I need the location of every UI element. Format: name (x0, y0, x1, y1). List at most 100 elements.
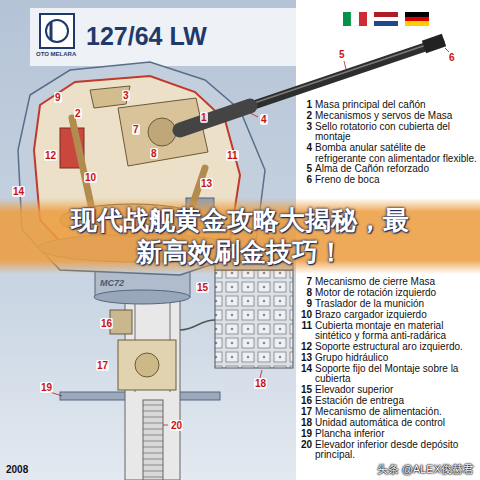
trunnion (148, 118, 176, 146)
list-text: Estación de entrega (315, 396, 478, 406)
parts-list-row: 8Motor de rotación izquierdo (300, 288, 478, 298)
list-text: Alma de Cañón reforzado (315, 164, 478, 174)
list-number: 13 (300, 353, 315, 363)
list-text: Bomba anular satélite de refrigerante co… (315, 143, 478, 164)
control-cabinet (215, 270, 293, 368)
callout-number: 2 (74, 108, 82, 119)
list-number: 2 (300, 111, 315, 121)
parts-list-row: 2Mecanismos y servos de Masa (300, 111, 478, 121)
parts-list-row: 4Bomba anular satélite de refrigerante c… (300, 143, 478, 164)
parts-list-row: 15Elevador superior (300, 385, 478, 395)
list-number: 7 (300, 277, 315, 287)
cable (180, 320, 215, 330)
list-number: 10 (300, 310, 315, 320)
company-name: OTO MELARA (36, 51, 76, 58)
list-text: Cubierta montaje en material sintético y… (315, 321, 478, 342)
callout-number: 10 (84, 172, 97, 183)
list-text: Grupo hidráulico (315, 353, 478, 363)
list-number: 19 (300, 429, 315, 439)
leader-line (260, 370, 262, 378)
pedestal-base (94, 290, 190, 304)
list-text: Mecanismos y servos de Masa (315, 111, 478, 121)
flag-stripe (374, 12, 398, 17)
italy-flag (343, 12, 367, 26)
list-text: Mecanismo de cierre Masa (315, 277, 478, 287)
callout-number: 16 (100, 318, 113, 329)
list-number: 1 (300, 100, 315, 110)
muzzle-brake (424, 40, 444, 47)
list-text: Motor de rotación izquierdo (315, 288, 478, 298)
callout-number: 13 (200, 178, 213, 189)
parts-list-row: 12Soporte estructural aro izquierdo. (300, 342, 478, 352)
logo-bar (50, 22, 53, 40)
delivery-station (110, 310, 132, 334)
flag-stripe (343, 12, 351, 26)
callout-number: 11 (226, 150, 239, 161)
parts-list-row: 17Mecanismo de alimentación. (300, 407, 478, 417)
callout-number: 7 (132, 124, 140, 135)
parts-list-row: 14Soporte fijo del Montaje sobre la cubi… (300, 364, 478, 385)
callout-number: 18 (254, 378, 267, 389)
list-number: 3 (300, 122, 315, 143)
parts-list-row: 6Freno de boca (300, 175, 478, 185)
header-panel (30, 8, 296, 66)
flag-stripe (374, 21, 398, 26)
list-text: Mecanismo de alimentación. (315, 407, 478, 417)
parts-list-row: 20Elevador inferior desde depósito princ… (300, 440, 478, 461)
list-number: 12 (300, 342, 315, 352)
parts-list-row: 7Mecanismo de cierre Masa (300, 277, 478, 287)
year-label: 2008 (6, 464, 28, 475)
list-number: 5 (300, 164, 315, 174)
callout-number: 15 (196, 282, 209, 293)
parts-list-row: 13Grupo hidráulico (300, 353, 478, 363)
list-number: 17 (300, 407, 315, 417)
callout-number: 20 (170, 420, 183, 431)
logo-ring (46, 20, 68, 42)
list-text: Unidad automática de control (315, 418, 478, 428)
list-number: 8 (300, 288, 315, 298)
netherlands-flag (374, 12, 398, 26)
flag-stripe (351, 12, 359, 26)
list-text: Masa principal del cañón (315, 100, 478, 110)
banner-text: 现代战舰黄金攻略大揭秘，最新高效刷金技巧！ (65, 204, 415, 268)
list-number: 6 (300, 175, 315, 185)
parts-list-row: 5Alma de Cañón reforzado (300, 164, 478, 174)
list-text: Elevador inferior desde depósito princip… (315, 440, 478, 461)
callout-number: 14 (12, 186, 25, 197)
list-number: 20 (300, 440, 315, 461)
parts-list-row: 3Sello rotatorio con cubierta del montaj… (300, 122, 478, 143)
parts-list-row: 1Masa principal del cañón (300, 100, 478, 110)
callout-number: 17 (96, 360, 109, 371)
list-number: 11 (300, 321, 315, 342)
list-text: Sello rotatorio con cubierta del montaje (315, 122, 478, 143)
list-text: Freno de boca (315, 175, 478, 185)
flag-stripe (405, 12, 429, 17)
parts-list-row: 18Unidad automática de control (300, 418, 478, 428)
callout-number: 3 (122, 90, 130, 101)
watermark: 头条 @ALEX俊赫君 (377, 462, 474, 477)
list-number: 14 (300, 364, 315, 385)
leader-line (250, 113, 258, 117)
list-text: Traslador de la munición (315, 299, 478, 309)
list-number: 4 (300, 143, 315, 164)
callout-number: 4 (260, 114, 268, 125)
callout-number: 19 (40, 382, 53, 393)
list-number: 18 (300, 418, 315, 428)
list-number: 16 (300, 396, 315, 406)
list-text: Elevador superior (315, 385, 478, 395)
banner-band: 现代战舰黄金攻略大揭秘，最新高效刷金技巧！ (0, 198, 480, 274)
callout-number: 9 (54, 92, 62, 103)
logo-frame (40, 14, 74, 48)
callout-number: 1 (200, 112, 208, 123)
parts-list-row: 9Traslador de la munición (300, 299, 478, 309)
list-number: 9 (300, 299, 315, 309)
list-text: Soporte estructural aro izquierdo. (315, 342, 478, 352)
breech-mechanism (90, 86, 130, 108)
leader-line (163, 425, 168, 426)
parts-list-row: 16Estación de entrega (300, 396, 478, 406)
diagram-title: 127/64 LW (86, 22, 207, 50)
flag-stripe (405, 21, 429, 26)
